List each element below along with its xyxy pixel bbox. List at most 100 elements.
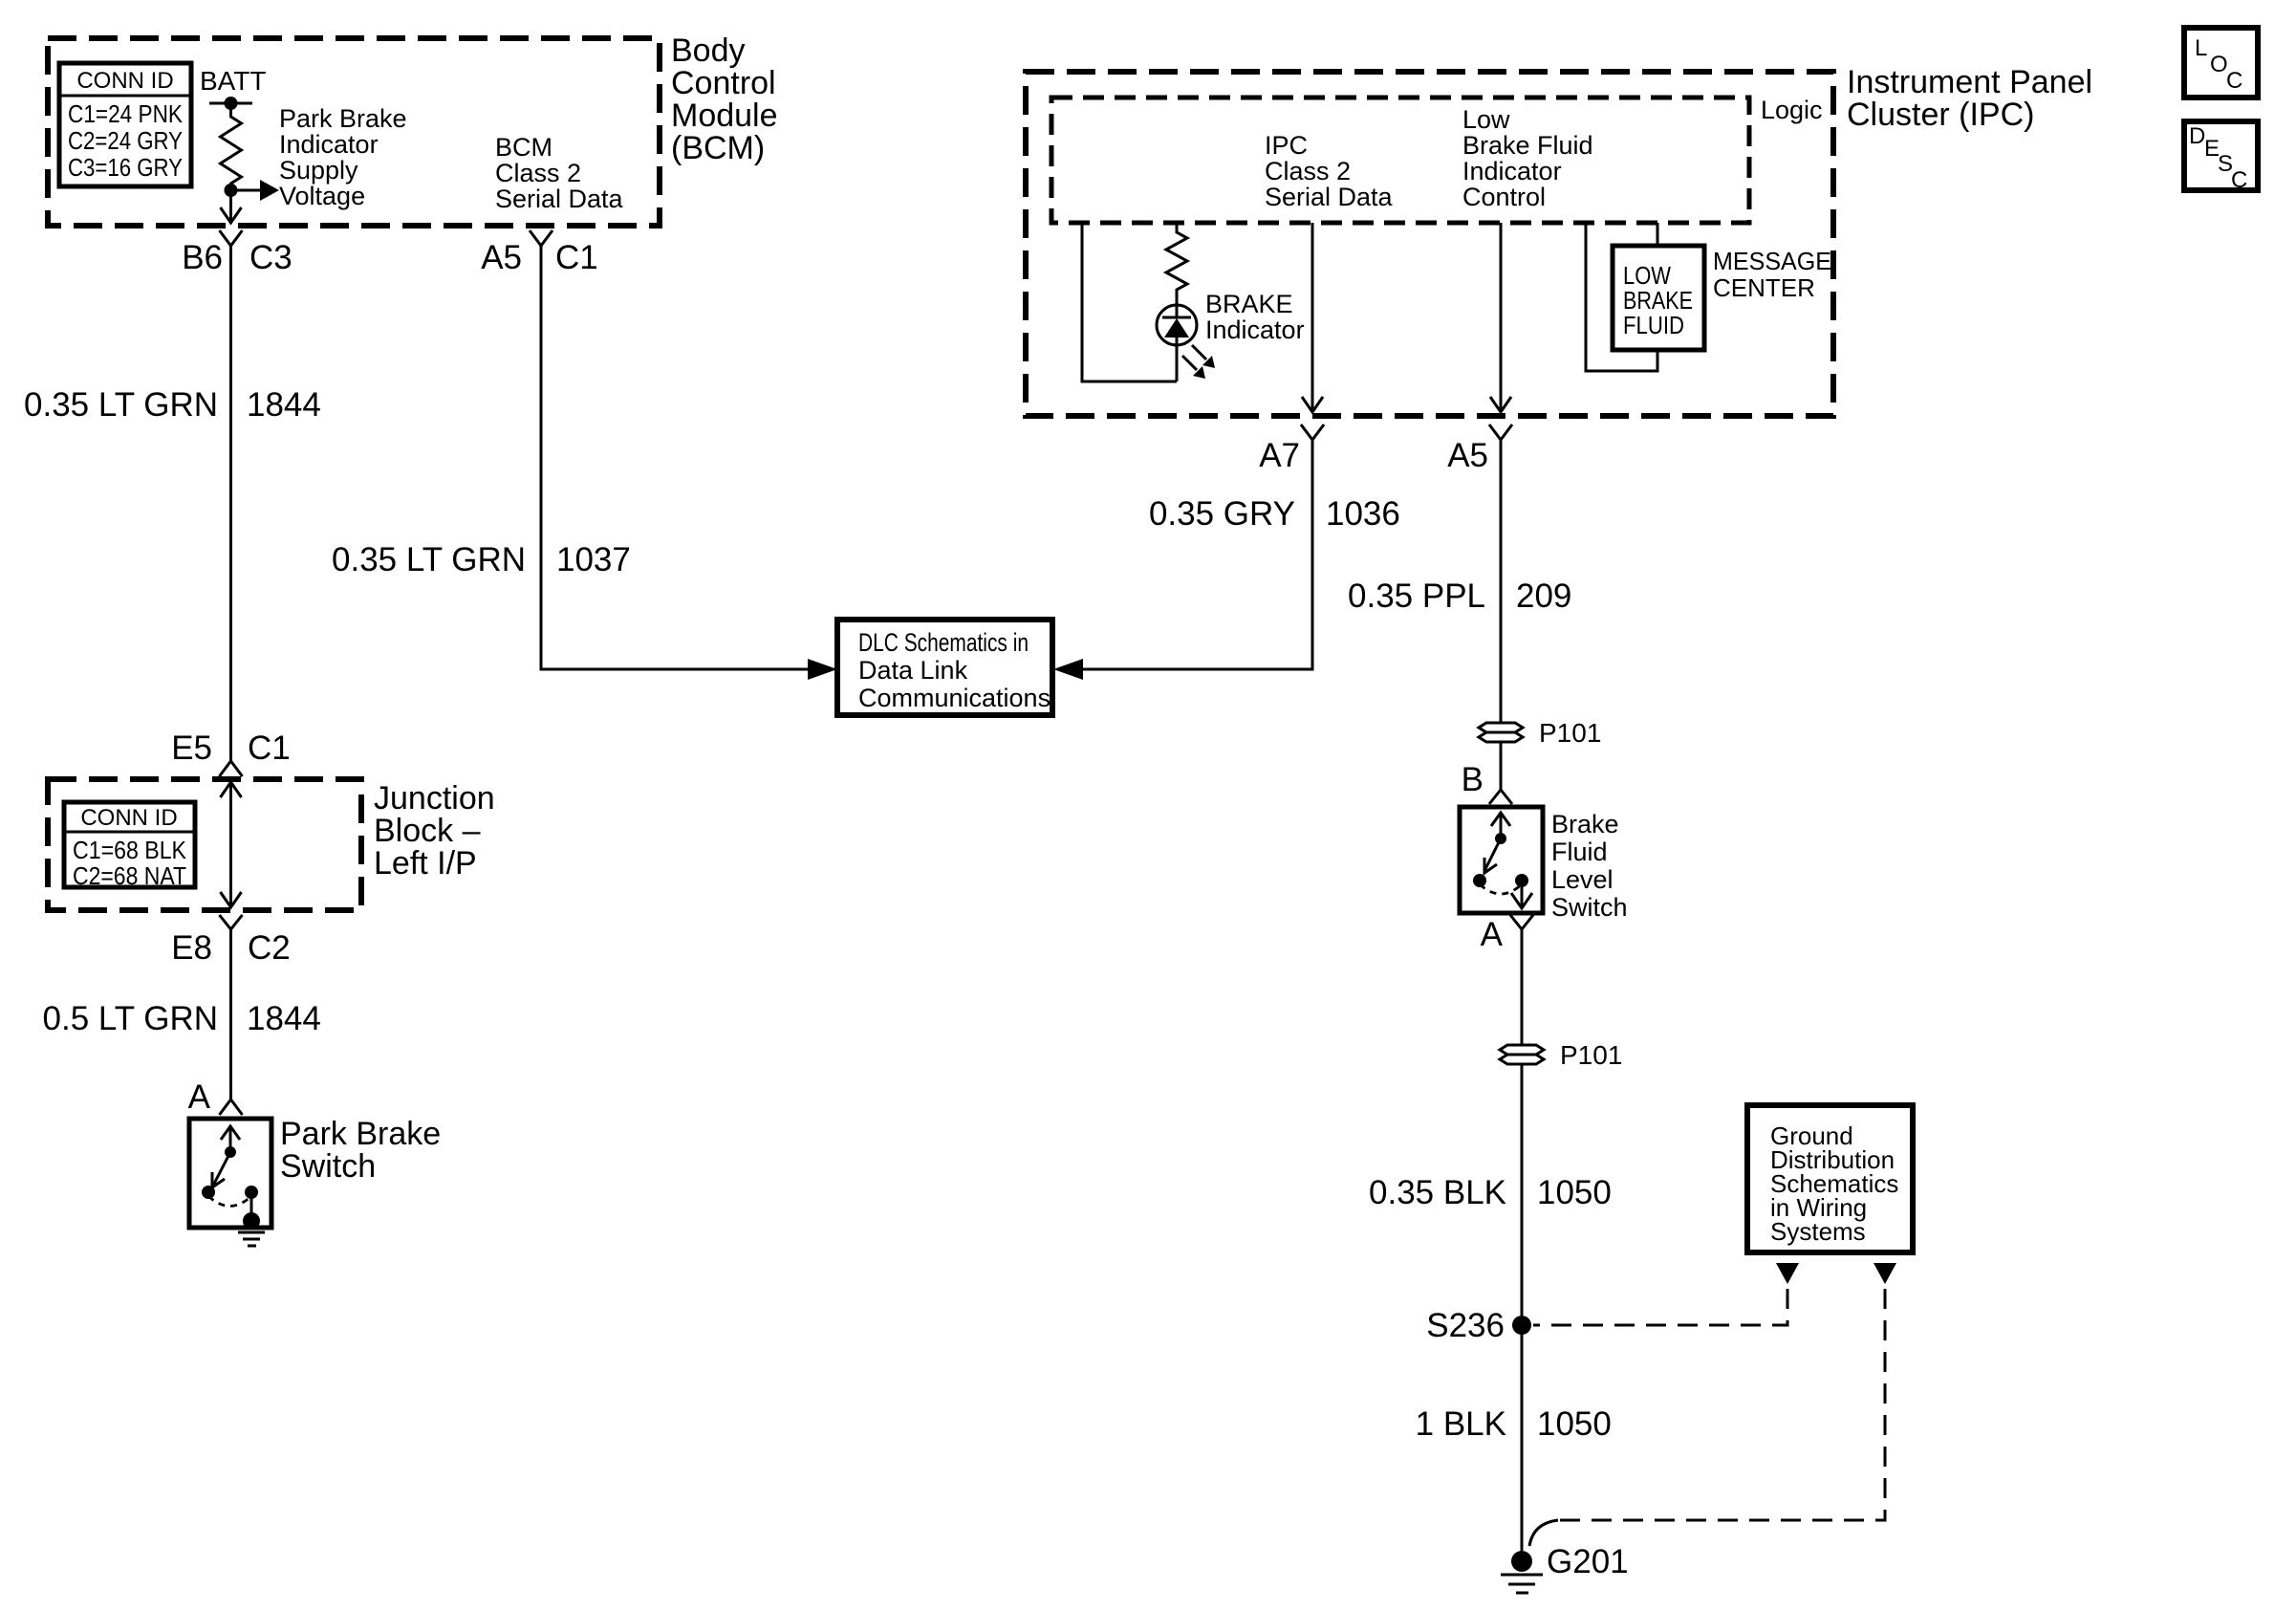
connector-label: C1 (555, 239, 598, 276)
ipc-logic-dashed-box (1049, 95, 1752, 226)
low-brake-fluid-line: LOW (1623, 261, 1671, 290)
bcm-title-line: Module (671, 98, 778, 134)
wire-gauge-color-label: 0.35 PPL (1348, 577, 1485, 615)
brake-fluid-level-switch-box (1457, 804, 1546, 916)
loc-letter[interactable]: L (2195, 35, 2207, 61)
park-brake-switch: Park Brake Switch (186, 1116, 441, 1248)
wire-gauge-color-label: 0.35 BLK (1369, 1174, 1506, 1211)
wire-splice-to-ground: 1 BLK 1050 (1416, 1335, 1612, 1551)
ground-distribution-line: Ground (1770, 1121, 1853, 1150)
wire-gauge-color-label: 0.35 LT GRN (24, 386, 218, 424)
bcm-title-line: Body (671, 33, 746, 69)
wire-circuit-label: 1037 (556, 541, 631, 578)
ground-symbol-park-brake (238, 1212, 265, 1248)
conn-id-header: CONN ID (80, 805, 177, 831)
conn-id-row: C1=68 BLK (73, 836, 187, 864)
ground-dot (1511, 1551, 1532, 1572)
junction-conn-id-table: CONN ID C1=68 BLK C2=68 NAT (61, 799, 198, 890)
bcm-module: Body Control Module (BCM) CONN ID C1=24 … (45, 33, 778, 229)
batt-label: BATT (200, 66, 266, 96)
ipc-class2-label: Class 2 (1265, 157, 1351, 185)
bcm-serial-label: Class 2 (495, 159, 581, 187)
supply-voltage-tap-arrow (230, 180, 279, 201)
bcm-serial-label: BCM (495, 133, 552, 162)
wire-gauge-color-label: 0.35 GRY (1149, 495, 1295, 533)
fork-connector-symbol (218, 758, 244, 777)
park-brake-supply-label: Voltage (279, 182, 365, 210)
wire-ipc-control-to-p101: 0.35 PPL 209 (1348, 440, 1571, 722)
splice-s236: S236 (1426, 1307, 1531, 1344)
dlc-box-line: Data Link (858, 656, 968, 685)
pin-label: B (1462, 761, 1484, 798)
ipc-control-label: Low (1462, 105, 1510, 134)
junction-block: Junction Block – Left I/P CONN ID C1=68 … (45, 776, 495, 913)
ipc-control-label: Indicator (1462, 157, 1562, 185)
p101-connector-upper: P101 (1476, 718, 1601, 748)
desc-letter[interactable]: S (2218, 151, 2233, 177)
ground-symbol-g201 (1501, 1573, 1543, 1595)
desc-letter[interactable]: C (2231, 167, 2247, 193)
junction-block-title-line: Left I/P (374, 845, 477, 882)
low-brake-fluid-line: BRAKE (1623, 286, 1693, 315)
junction-block-dashed-box (45, 776, 364, 913)
wire-ipc-serial-to-dlc: 0.35 GRY 1036 (1053, 440, 1400, 680)
low-brake-fluid-line: FLUID (1623, 311, 1684, 339)
p101-connector-lower: P101 (1497, 1040, 1622, 1070)
ground-distribution-line: in Wiring (1770, 1193, 1867, 1222)
loc-button-border[interactable] (2181, 25, 2261, 100)
pin-label: A5 (481, 239, 522, 276)
dlc-box-line: DLC Schematics in (858, 628, 1029, 657)
ipc-control-exit-arrow (1488, 223, 1513, 415)
bcm-exit-wire-arrow (219, 190, 243, 226)
message-center-branch: LOW BRAKE FLUID MESSAGE CENTER (1584, 223, 1831, 373)
brake-fluid-level-switch-label: Level (1551, 865, 1614, 894)
conn-id-row: C2=24 GRY (68, 126, 183, 155)
pin-label: B6 (182, 239, 223, 276)
ipc-class2-label: Serial Data (1265, 183, 1394, 211)
wire-p101-to-splice: 0.35 BLK 1050 (1369, 1064, 1612, 1316)
fork-connector-symbol (218, 1097, 244, 1116)
park-brake-switch-label: Park Brake (280, 1116, 441, 1152)
dlc-box-border (834, 617, 1055, 718)
resistor-symbol (1162, 223, 1191, 305)
wire-circuit-label: 1844 (247, 386, 321, 424)
junction-connector-e8-c2: E8 C2 (171, 914, 291, 967)
conn-id-table-border (61, 799, 198, 890)
pin-label: A7 (1259, 437, 1300, 474)
wire-bcm-serial-to-dlc: 0.35 LT GRN 1037 (332, 246, 837, 680)
desc-letter[interactable]: E (2204, 136, 2220, 162)
park-brake-supply-label: Park Brake (279, 104, 407, 133)
loc-button[interactable]: L O C (2181, 25, 2261, 100)
splice-dot (1512, 1316, 1531, 1335)
wire-gauge-color-label: 0.5 LT GRN (43, 1000, 219, 1037)
desc-button-border[interactable] (2181, 119, 2261, 193)
pin-label: A5 (1447, 437, 1488, 474)
led-indicator-symbol (1155, 303, 1215, 381)
resistor-symbol (217, 103, 245, 190)
connector-label: C1 (248, 729, 291, 767)
conn-id-row: C1=24 PNK (68, 99, 184, 128)
arrow-into-dlc (1053, 659, 1083, 680)
brake-fluid-level-switch: Brake Fluid Level Switch (1457, 804, 1628, 922)
conn-id-table-border (56, 60, 194, 189)
fork-connector-symbol (1487, 787, 1514, 805)
loc-letter[interactable]: C (2226, 68, 2242, 94)
bcm-conn-id-table: CONN ID C1=24 PNK C2=24 GRY C3=16 GRY (56, 60, 194, 189)
loc-letter[interactable]: O (2210, 52, 2228, 77)
bcm-title-line: Control (671, 65, 776, 101)
low-brake-fluid-box (1610, 243, 1707, 353)
desc-letter[interactable]: D (2189, 123, 2205, 149)
ground-distribution-box: Ground Distribution Schematics in Wiring… (1527, 1102, 1916, 1547)
ipc-control-label: Control (1462, 183, 1546, 211)
connector-label: C3 (249, 239, 292, 276)
connector-label: C2 (248, 929, 291, 967)
brake-indicator-led-branch: BRAKE Indicator (1080, 223, 1305, 383)
wire-circuit-label: 1050 (1537, 1405, 1612, 1443)
desc-button[interactable]: D E S C (2181, 119, 2261, 193)
message-center-label: MESSAGE (1713, 247, 1831, 275)
wire-junction-to-park-brake: 0.5 LT GRN 1844 A (43, 929, 321, 1116)
wire-circuit-label: 209 (1516, 577, 1571, 615)
conn-id-row: C2=68 NAT (73, 861, 186, 890)
